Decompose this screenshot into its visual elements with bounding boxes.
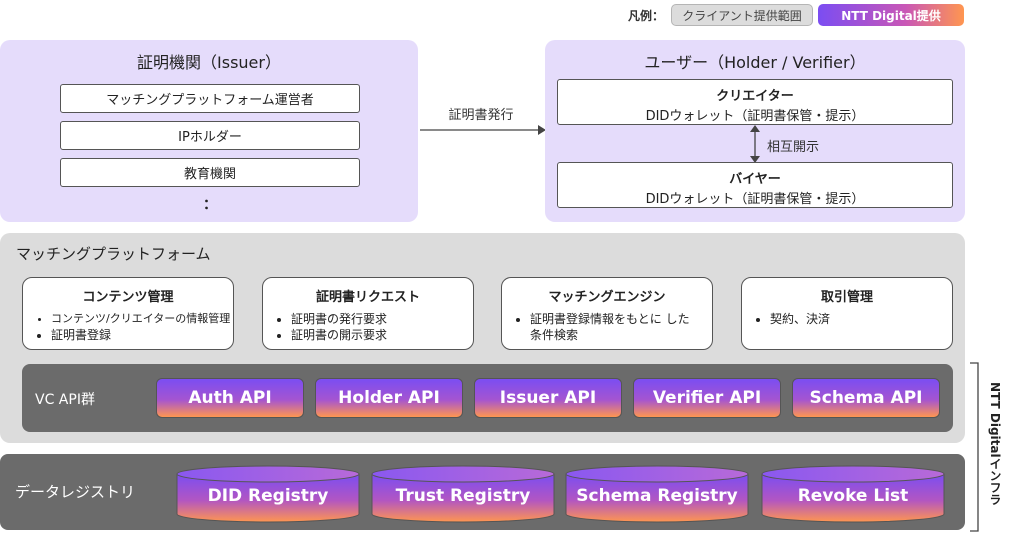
infra-bracket bbox=[970, 362, 979, 532]
issuer-item-platform-operator: マッチングプラットフォーム運営者 bbox=[60, 84, 360, 113]
schema-api: Schema API bbox=[792, 378, 940, 418]
feature-bullet: 契約、決済 bbox=[770, 311, 952, 327]
issuer-item-education: 教育機関 bbox=[60, 158, 360, 187]
feature-bullet: コンテンツ/クリエイターの情報管理 bbox=[51, 311, 233, 327]
did-registry-label: DID Registry bbox=[207, 486, 329, 506]
feature-title: 取引管理 bbox=[820, 290, 873, 305]
feature-title: 証明書リクエスト bbox=[315, 290, 420, 305]
buyer-title: バイヤー bbox=[729, 172, 781, 187]
issuer-ellipsis: ： bbox=[203, 197, 217, 213]
legend-label: 凡例： bbox=[628, 9, 665, 23]
holder-api: Holder API bbox=[315, 378, 463, 418]
feature-bullet: 証明書登録 bbox=[51, 327, 233, 343]
issue-arrow-label: 証明書発行 bbox=[448, 108, 514, 123]
feature-title: コンテンツ管理 bbox=[82, 290, 174, 305]
legend-client-scope: クライアント提供範囲 bbox=[671, 4, 813, 26]
schema-registry-label: Schema Registry bbox=[576, 486, 738, 506]
schema-registry-cylinder bbox=[565, 465, 749, 523]
creator-title: クリエイター bbox=[716, 89, 794, 104]
verifier-api: Verifier API bbox=[633, 378, 781, 418]
feature-bullet: 証明書登録情報をもとに した条件検索 bbox=[530, 311, 692, 343]
creator-box: クリエイター DIDウォレット（証明書保管・提示） bbox=[557, 79, 953, 125]
issuer-item-ip-holder: IPホルダー bbox=[60, 121, 360, 150]
user-title: ユーザー（Holder / Verifier） bbox=[644, 53, 866, 72]
issuer-title: 証明機関（Issuer） bbox=[137, 53, 281, 72]
feature-matching-engine: マッチングエンジン 証明書登録情報をもとに した条件検索 bbox=[501, 277, 713, 350]
auth-api: Auth API bbox=[156, 378, 304, 418]
feature-bullet: 証明書の発行要求 bbox=[291, 311, 473, 327]
feature-certificate-request: 証明書リクエスト 証明書の発行要求 証明書の開示要求 bbox=[262, 277, 474, 350]
platform-title: マッチングプラットフォーム bbox=[16, 245, 211, 263]
mutual-label: 相互開示 bbox=[767, 140, 820, 155]
buyer-wallet: DIDウォレット（証明書保管・提示） bbox=[645, 192, 865, 207]
registry-cylinders bbox=[176, 465, 945, 523]
revoke-list-cylinder bbox=[761, 465, 945, 523]
vc-api-label: VC API群 bbox=[35, 392, 95, 408]
feature-content-management: コンテンツ管理 コンテンツ/クリエイターの情報管理 証明書登録 bbox=[22, 277, 234, 350]
trust-registry-label: Trust Registry bbox=[395, 486, 531, 506]
feature-title: マッチングエンジン bbox=[548, 290, 666, 305]
issuer-api: Issuer API bbox=[474, 378, 622, 418]
legend-ntt-provided: NTT Digital提供 bbox=[818, 4, 964, 26]
registry-label: データレジストリ bbox=[15, 483, 136, 501]
revoke-list-label: Revoke List bbox=[797, 486, 909, 506]
feature-transaction-management: 取引管理 契約、決済 bbox=[741, 277, 953, 350]
trust-registry-cylinder bbox=[371, 465, 555, 523]
infra-label: NTT Digitalインフラ bbox=[988, 382, 1002, 506]
issue-arrow bbox=[420, 125, 546, 135]
feature-bullet: 証明書の開示要求 bbox=[291, 327, 473, 343]
mutual-arrow bbox=[750, 125, 760, 163]
creator-wallet: DIDウォレット（証明書保管・提示） bbox=[645, 109, 865, 124]
buyer-box: バイヤー DIDウォレット（証明書保管・提示） bbox=[557, 162, 953, 208]
did-registry-cylinder bbox=[176, 465, 360, 523]
